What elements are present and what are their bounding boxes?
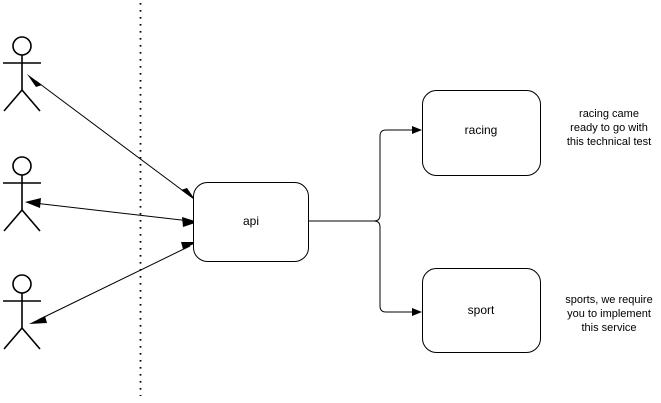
actor-leg-left-icon bbox=[3, 209, 23, 232]
arrowhead-to-racing bbox=[412, 126, 422, 134]
arrowhead-to-api bbox=[181, 188, 196, 201]
edge-actor3-api[interactable] bbox=[29, 242, 198, 324]
note-sport-line-3: this service bbox=[581, 322, 636, 334]
note-sport-line-1: sports, we require bbox=[565, 294, 652, 306]
actor-head-icon bbox=[12, 36, 32, 56]
actor-head-icon bbox=[12, 156, 32, 176]
node-racing[interactable]: racing bbox=[422, 90, 541, 176]
actor-head-icon bbox=[12, 274, 32, 294]
edge-actor1-api[interactable] bbox=[27, 74, 196, 201]
note-racing-line-2: ready to go with bbox=[570, 122, 648, 134]
actor-stick-figure-3[interactable] bbox=[3, 274, 41, 350]
note-racing-line-1: racing came bbox=[579, 108, 639, 120]
edge-line bbox=[37, 245, 191, 321]
node-api[interactable]: api bbox=[193, 182, 309, 262]
node-racing-label: racing bbox=[465, 123, 498, 137]
edge-line bbox=[35, 80, 191, 197]
actor-leg-left-icon bbox=[3, 89, 23, 112]
actor-leg-right-icon bbox=[21, 327, 41, 350]
node-sport-label: sport bbox=[468, 303, 495, 317]
arrowhead-to-api bbox=[182, 217, 198, 227]
edge-line bbox=[33, 202, 191, 222]
edge-api-racing[interactable] bbox=[308, 126, 422, 222]
edge-api-sport[interactable] bbox=[308, 220, 422, 316]
node-api-label: api bbox=[243, 214, 259, 228]
node-sport[interactable]: sport bbox=[422, 268, 541, 353]
node-api-box bbox=[193, 182, 309, 262]
actor-leg-left-icon bbox=[3, 327, 23, 350]
actor-stick-figure-1[interactable] bbox=[3, 36, 41, 112]
note-racing-line-3: this technical test bbox=[567, 136, 651, 148]
note-racing: racing came ready to go with this techni… bbox=[567, 108, 651, 148]
arrowhead-to-actor1 bbox=[27, 74, 42, 87]
arrowhead-to-actor3 bbox=[29, 316, 47, 324]
node-sport-box bbox=[422, 268, 541, 353]
arrowhead-to-sport bbox=[412, 308, 422, 316]
node-racing-box bbox=[422, 90, 541, 176]
actor-leg-right-icon bbox=[21, 209, 41, 232]
arrowhead-to-actor2 bbox=[25, 198, 41, 208]
edge-line bbox=[308, 220, 414, 313]
note-sport: sports, we require you to implement this… bbox=[565, 294, 652, 334]
actor-stick-figure-2[interactable] bbox=[3, 156, 41, 232]
note-sport-line-2: you to implement bbox=[567, 308, 651, 320]
actor-leg-right-icon bbox=[21, 89, 41, 112]
edge-line bbox=[308, 129, 414, 222]
edge-actor2-api[interactable] bbox=[25, 198, 198, 227]
